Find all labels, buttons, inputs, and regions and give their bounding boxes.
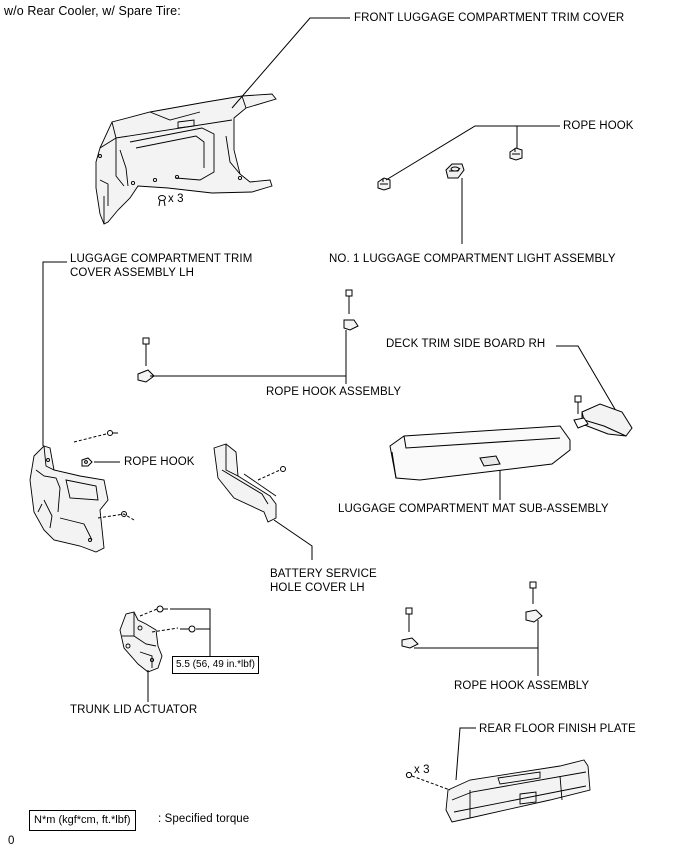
label-battery-cover-2: HOLE COVER LH bbox=[270, 582, 365, 594]
trunk-lid-actuator-part bbox=[119, 611, 163, 673]
rear-clip-icon bbox=[405, 771, 413, 779]
qty-rear-clips: x 3 bbox=[414, 764, 430, 776]
label-trim-cover-lh-2: COVER ASSEMBLY LH bbox=[70, 267, 194, 279]
clip-dashed-line-2 bbox=[97, 513, 135, 521]
rope-hook-part-top-right bbox=[509, 147, 523, 161]
label-rope-hook-assembly-left: ROPE HOOK ASSEMBLY bbox=[266, 386, 402, 398]
rope-hook-assembly-left-part bbox=[137, 289, 359, 383]
leader-rope-hook-assembly-right bbox=[414, 620, 539, 676]
rear-plate-dashed bbox=[411, 775, 451, 791]
battery-cover-part bbox=[213, 443, 277, 523]
rear-floor-plate-part bbox=[445, 759, 591, 823]
front-trim-cover-part bbox=[95, 93, 277, 225]
legend-description: : Specified torque bbox=[158, 813, 250, 825]
rope-hook-assembly-right-part bbox=[401, 581, 543, 649]
luggage-mat-part bbox=[389, 425, 571, 481]
label-rope-hook-top: ROPE HOOK bbox=[563, 120, 634, 132]
label-trunk-lid-actuator: TRUNK LID ACTUATOR bbox=[70, 704, 198, 716]
qty-front-clips: x 3 bbox=[168, 193, 184, 205]
clip-icon-lh-lower bbox=[121, 511, 127, 517]
label-rope-hook-mid: ROPE HOOK bbox=[124, 456, 195, 468]
actuator-dashed-2 bbox=[151, 627, 179, 633]
trim-cover-lh-part bbox=[29, 445, 109, 553]
label-trim-cover-lh-1: LUGGAGE COMPARTMENT TRIM bbox=[70, 253, 253, 265]
clip-dashed-line-1 bbox=[73, 433, 107, 443]
actuator-torque-leader bbox=[170, 608, 211, 656]
clip-icon-lh-upper bbox=[107, 430, 118, 436]
front-clip-icon bbox=[158, 195, 166, 207]
leader-battery-cover bbox=[273, 519, 313, 560]
clip-icon-battery bbox=[280, 466, 286, 472]
actuator-bolt-lower bbox=[180, 625, 196, 633]
deck-trim-side-board-part bbox=[573, 395, 633, 437]
leader-trim-cover-lh bbox=[42, 261, 67, 446]
leader-rear-floor-plate bbox=[455, 727, 476, 781]
leader-rope-hook-assembly-left bbox=[150, 330, 347, 384]
leader-front-trim-cover bbox=[231, 17, 350, 109]
rope-hook-part-mid bbox=[81, 457, 93, 467]
leader-rope-hook-top bbox=[385, 125, 560, 181]
leader-deck-trim bbox=[556, 345, 627, 429]
label-front-trim-cover: FRONT LUGGAGE COMPARTMENT TRIM COVER bbox=[354, 12, 625, 24]
label-light-assembly: NO. 1 LUGGAGE COMPARTMENT LIGHT ASSEMBLY bbox=[329, 253, 616, 265]
label-rope-hook-assembly-right: ROPE HOOK ASSEMBLY bbox=[454, 680, 590, 692]
legend-unit-box: N*m (kgf*cm, ft.*lbf) bbox=[29, 810, 136, 831]
torque-box: 5.5 (56, 49 in.*lbf) bbox=[172, 656, 259, 674]
light-assembly-part bbox=[445, 163, 465, 179]
label-deck-trim-side-board: DECK TRIM SIDE BOARD RH bbox=[386, 338, 546, 350]
condition-header: w/o Rear Cooler, w/ Spare Tire: bbox=[4, 4, 181, 18]
footer-code: 0 bbox=[8, 835, 15, 847]
label-battery-cover-1: BATTERY SERVICE bbox=[270, 568, 377, 580]
actuator-bolt-upper bbox=[156, 605, 168, 613]
actuator-dashed-1 bbox=[139, 608, 158, 617]
label-mat-sub-assembly: LUGGAGE COMPARTMENT MAT SUB-ASSEMBLY bbox=[338, 503, 609, 515]
rope-hook-part-top-left bbox=[377, 177, 391, 191]
label-rear-floor-plate: REAR FLOOR FINISH PLATE bbox=[479, 723, 636, 735]
battery-dashed-line bbox=[257, 469, 281, 481]
